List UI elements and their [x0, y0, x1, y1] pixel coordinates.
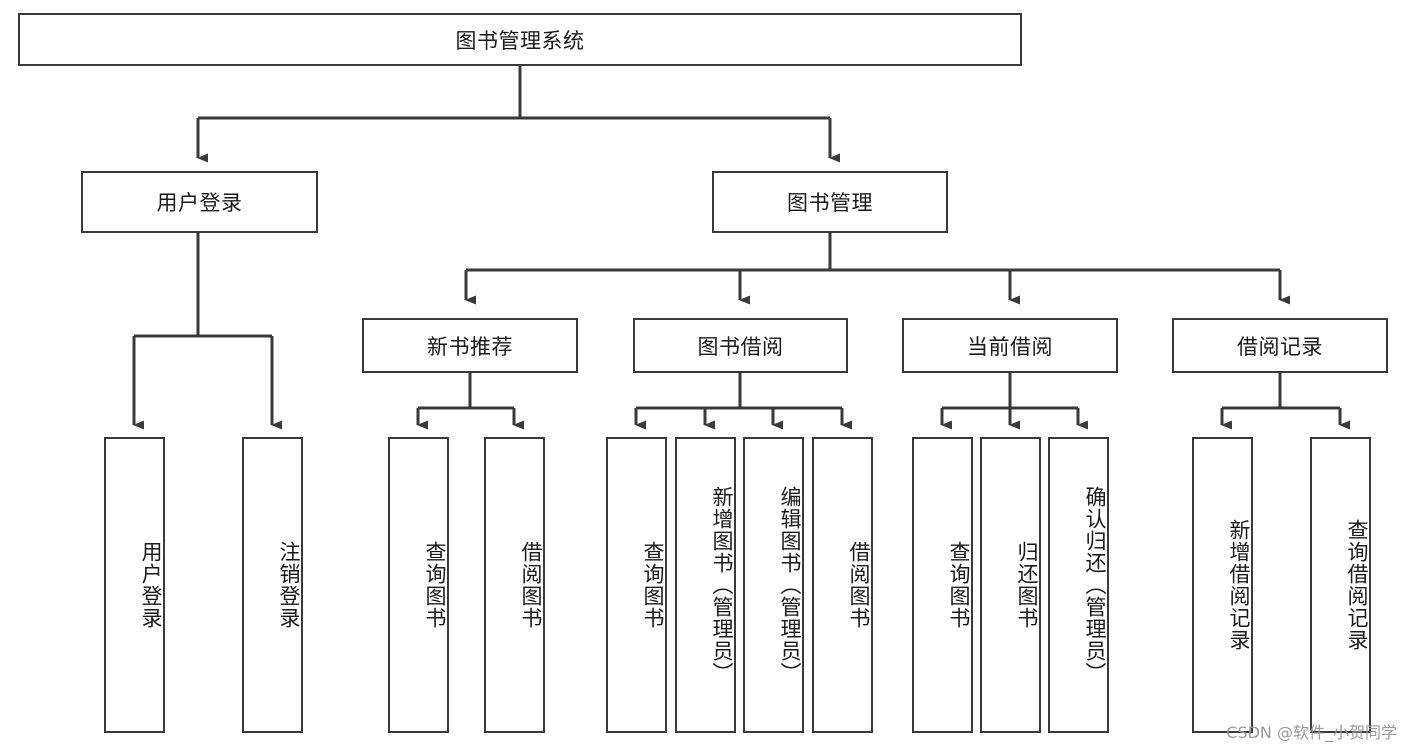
node-label: 图书管理系统: [455, 28, 585, 53]
node-label: 归还图书: [1015, 541, 1039, 629]
node-leaf-borrow-book-2[interactable]: 借阅图书: [812, 437, 873, 733]
node-book-borrow[interactable]: 图书借阅: [633, 318, 848, 373]
node-leaf-edit-book[interactable]: 编辑图书（管理员）: [743, 437, 804, 733]
node-label: 新书推荐: [427, 334, 513, 359]
node-leaf-query-book-3[interactable]: 查询图书: [912, 437, 973, 733]
node-label: 查询借阅记录: [1345, 519, 1369, 651]
node-borrow-record[interactable]: 借阅记录: [1172, 318, 1388, 373]
node-label: 借阅图书: [847, 541, 871, 629]
node-label: 借阅图书: [519, 541, 543, 629]
node-label: 查询图书: [641, 541, 665, 629]
csdn-watermark: CSDN @软件_小贺同学: [1226, 723, 1397, 742]
node-label: 图书管理: [787, 191, 873, 215]
node-leaf-logout[interactable]: 注销登录: [242, 437, 303, 733]
node-current-borrow[interactable]: 当前借阅: [902, 318, 1118, 373]
node-leaf-query-record[interactable]: 查询借阅记录: [1310, 437, 1371, 733]
node-label: 新增图书（管理员）: [710, 486, 734, 684]
node-leaf-query-book-1[interactable]: 查询图书: [388, 437, 449, 733]
node-label: 新增借阅记录: [1227, 519, 1251, 651]
node-label: 注销登录: [277, 541, 301, 629]
node-label: 编辑图书（管理员）: [778, 486, 802, 684]
node-label: 查询图书: [423, 541, 447, 629]
node-leaf-add-record[interactable]: 新增借阅记录: [1192, 437, 1253, 733]
node-leaf-user-login[interactable]: 用户登录: [104, 437, 165, 733]
node-leaf-borrow-book-1[interactable]: 借阅图书: [484, 437, 545, 733]
node-leaf-add-book[interactable]: 新增图书（管理员）: [675, 437, 736, 733]
node-leaf-query-book-2[interactable]: 查询图书: [606, 437, 667, 733]
node-leaf-confirm-return[interactable]: 确认归还（管理员）: [1048, 437, 1109, 733]
node-label: 当前借阅: [967, 334, 1053, 359]
node-label: 图书借阅: [697, 334, 784, 359]
node-label: 用户登录: [156, 191, 243, 215]
node-label: 查询图书: [947, 541, 971, 629]
node-label: 确认归还（管理员）: [1083, 486, 1107, 684]
node-leaf-return-book[interactable]: 归还图书: [980, 437, 1041, 733]
node-label: 用户登录: [139, 541, 163, 629]
node-book-management[interactable]: 图书管理: [712, 171, 948, 233]
node-root-book-management-system[interactable]: 图书管理系统: [18, 13, 1022, 66]
node-new-book-recommend[interactable]: 新书推荐: [362, 318, 578, 373]
node-label: 借阅记录: [1237, 334, 1323, 359]
node-user-login[interactable]: 用户登录: [81, 171, 318, 233]
